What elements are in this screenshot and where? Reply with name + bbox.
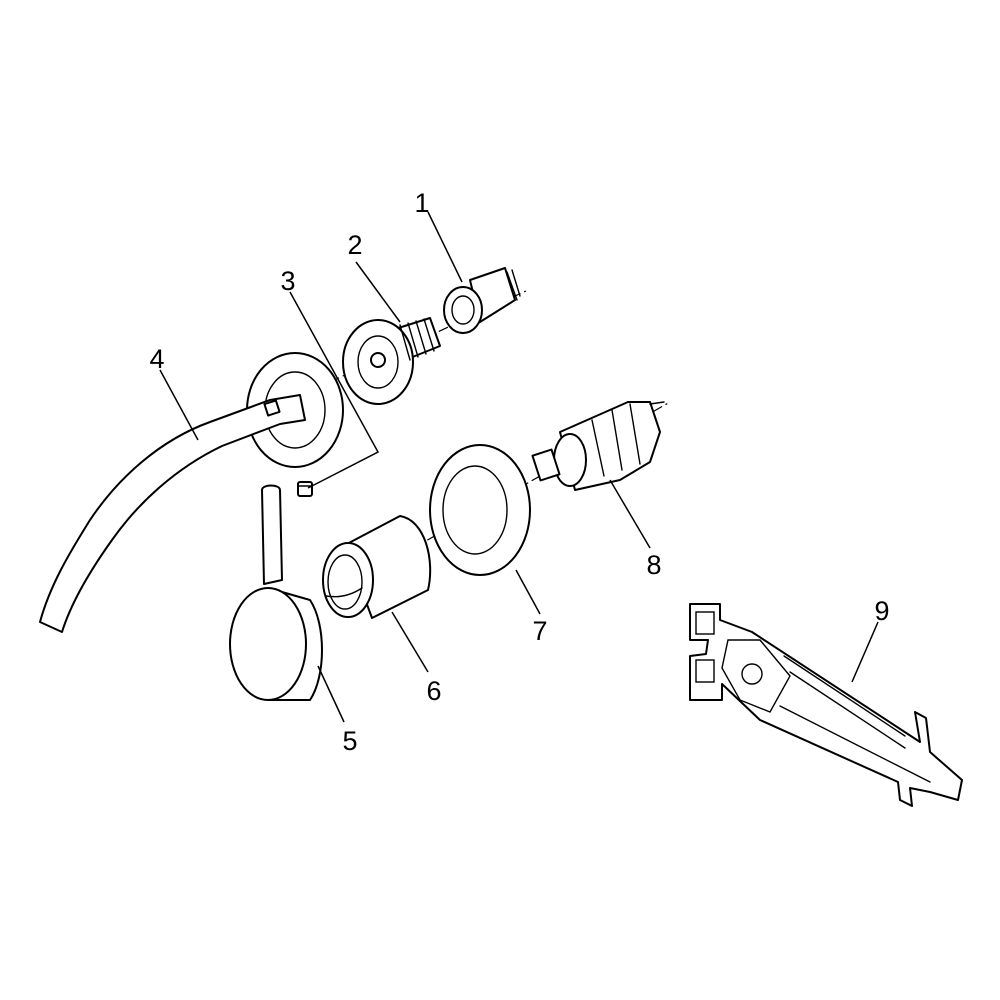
- callout-6: 6: [426, 676, 441, 706]
- part-8-cartridge[interactable]: [531, 401, 665, 491]
- callout-4: 4: [149, 344, 164, 374]
- part-4-spout[interactable]: [39, 352, 344, 633]
- leader-9: [851, 621, 879, 683]
- part-6-sleeve[interactable]: [322, 515, 432, 619]
- leader-8: [609, 479, 651, 549]
- callout-8: 8: [646, 550, 661, 580]
- part-2-flange-connector[interactable]: [342, 317, 441, 405]
- leader-1: [427, 211, 463, 283]
- leader-3: [289, 291, 380, 489]
- callout-1: 1: [414, 188, 429, 218]
- part-5-lever-handle[interactable]: [229, 484, 323, 701]
- callout-2: 2: [347, 230, 362, 260]
- part-9-wrench-tool[interactable]: [689, 603, 963, 807]
- callout-9: 9: [874, 596, 889, 626]
- leader-6: [391, 611, 429, 673]
- leader-5: [317, 665, 345, 723]
- part-3-set-screw[interactable]: [297, 481, 313, 497]
- part-1-threaded-adapter[interactable]: [443, 267, 521, 334]
- callout-7: 7: [532, 616, 547, 646]
- callout-3: 3: [280, 266, 295, 296]
- leader-7: [515, 569, 541, 615]
- leader-2: [355, 261, 401, 323]
- callout-5: 5: [342, 726, 357, 756]
- leader-4: [159, 369, 199, 441]
- part-7-cover-rosette[interactable]: [429, 444, 531, 576]
